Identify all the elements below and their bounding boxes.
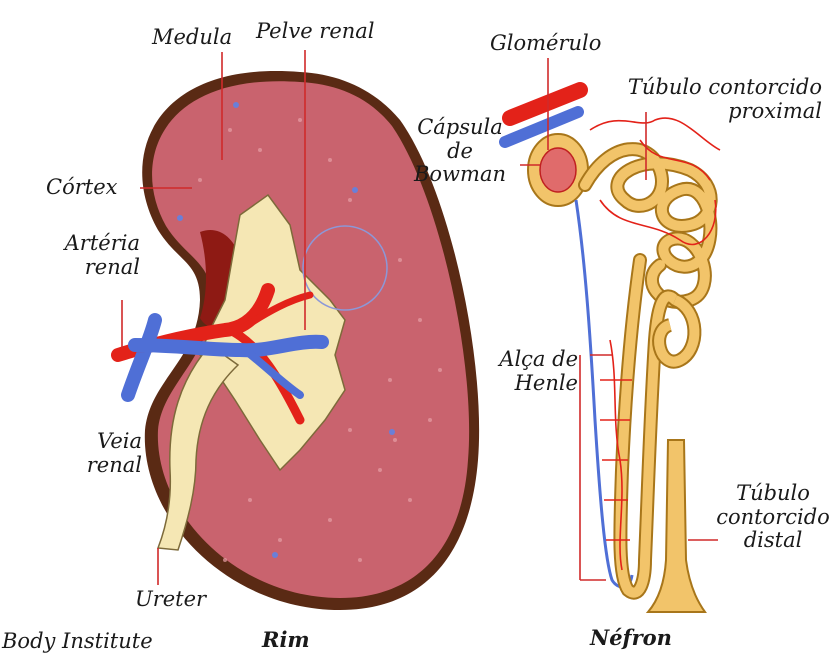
label-alca-henle-line-1: Alça de — [488, 348, 578, 372]
label-capsula-bowman: Cápsula de Bowman — [408, 116, 512, 187]
label-tubulo-distal-line-3: distal — [714, 529, 832, 553]
label-tubulo-proximal-line-2: proximal — [600, 100, 822, 124]
label-alca-henle: Alça de Henle — [488, 348, 578, 395]
label-alca-henle-line-2: Henle — [488, 372, 578, 396]
proximal-tubule — [585, 149, 711, 302]
label-capsula-bowman-line-2: de — [408, 140, 512, 164]
label-veia-renal-line-2: renal — [60, 454, 142, 478]
label-ureter: Ureter — [135, 588, 206, 612]
label-tubulo-distal-line-1: Túbulo — [714, 482, 832, 506]
label-capsula-bowman-line-3: Bowman — [408, 163, 512, 187]
credit-text: Body Institute — [2, 630, 153, 654]
label-cortex: Córtex — [46, 176, 117, 200]
label-veia-renal: Veia renal — [60, 430, 142, 477]
label-arteria-renal-line-2: renal — [58, 256, 140, 280]
label-pelve-renal: Pelve renal — [256, 20, 375, 44]
label-arteria-renal: Artéria renal — [58, 232, 140, 279]
collecting-duct — [648, 440, 705, 612]
label-tubulo-distal: Túbulo contorcido distal — [714, 482, 832, 553]
label-glomerulo: Glomérulo — [490, 32, 601, 56]
glomerulus — [540, 148, 576, 192]
label-medula: Medula — [152, 26, 232, 50]
label-nefron: Néfron — [590, 626, 672, 650]
nephron — [505, 58, 720, 612]
label-tubulo-distal-line-2: contorcido — [714, 506, 832, 530]
label-tubulo-proximal: Túbulo contorcido proximal — [600, 76, 822, 123]
label-capsula-bowman-line-1: Cápsula — [408, 116, 512, 140]
label-rim: Rim — [262, 628, 310, 652]
label-veia-renal-line-1: Veia — [60, 430, 142, 454]
label-arteria-renal-line-1: Artéria — [58, 232, 140, 256]
label-tubulo-proximal-line-1: Túbulo contorcido — [600, 76, 822, 100]
